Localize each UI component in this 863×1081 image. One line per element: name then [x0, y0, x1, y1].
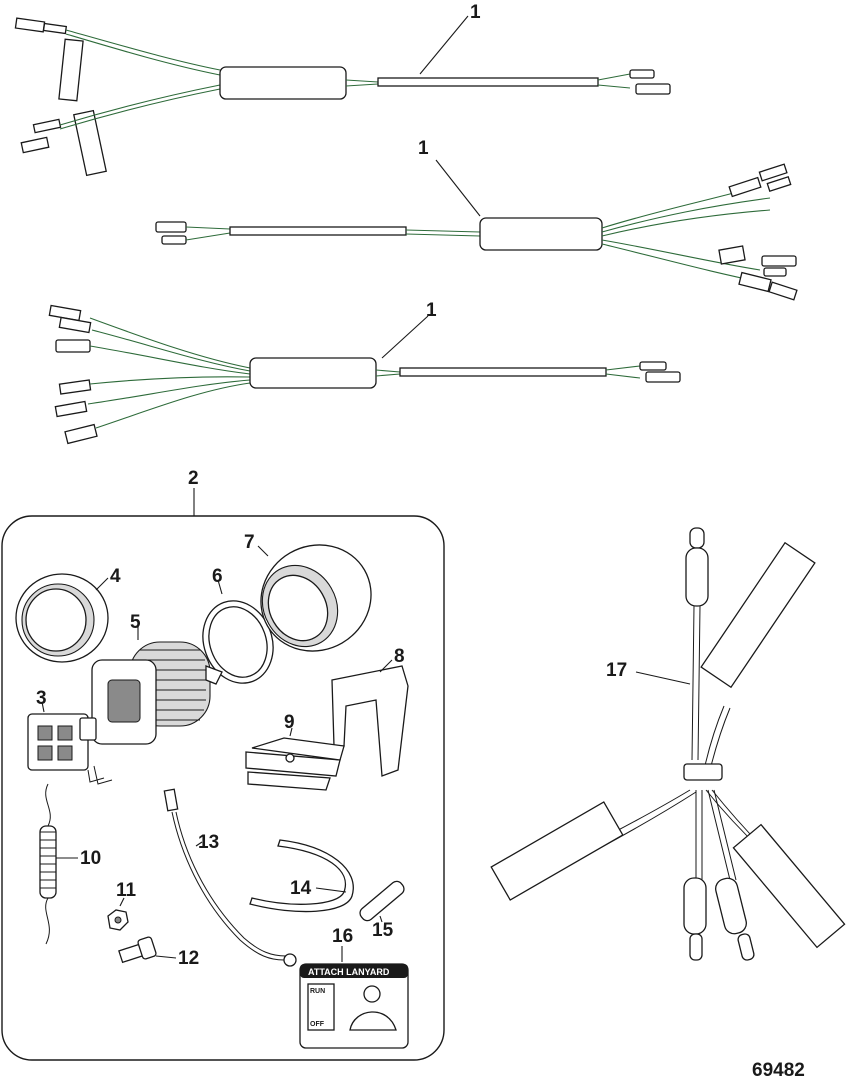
lanyard-switch-kit-box	[1, 488, 445, 1061]
callout-4: 4	[110, 566, 121, 587]
callout-14: 14	[290, 878, 312, 899]
harness-top-sleeve	[377, 77, 599, 87]
lanyard-retainer	[249, 839, 354, 913]
wiring-harness-17	[490, 527, 846, 961]
figure-id: 69482	[752, 1060, 805, 1081]
retaining-clip	[331, 659, 409, 777]
harness-middle-module	[479, 217, 603, 251]
wiring-harness-top	[14, 15, 671, 177]
harness-top-left-connectors	[14, 17, 107, 177]
callout-1-lower: 1	[426, 300, 437, 321]
mounting-nut	[257, 544, 372, 652]
lanyard-coil	[39, 783, 78, 945]
callout-10: 10	[80, 848, 101, 869]
ignition-switch	[27, 701, 113, 785]
callout-11: 11	[116, 880, 137, 901]
harness-middle-sleeve	[229, 226, 407, 236]
attach-lanyard-decal: ATTACH LANYARD RUN OFF	[299, 946, 409, 1049]
bezel-ring	[15, 573, 109, 663]
pin	[359, 880, 405, 923]
callout-16: 16	[332, 926, 353, 947]
decal-off-label: OFF	[310, 1021, 325, 1028]
callout-13: 13	[198, 832, 219, 853]
wiring-harness-lower	[48, 304, 681, 445]
harness-lower-module	[249, 357, 377, 389]
callout-3: 3	[36, 688, 47, 709]
callout-17: 17	[606, 660, 627, 681]
callout-8: 8	[394, 646, 405, 667]
callout-7: 7	[244, 532, 255, 553]
callout-12: 12	[178, 948, 199, 969]
o-ring	[202, 579, 274, 684]
callout-1-top: 1	[470, 2, 481, 23]
harness-top-module	[219, 66, 347, 100]
spring-clip	[245, 727, 345, 791]
decal-run-label: RUN	[310, 988, 325, 995]
screw	[118, 936, 177, 964]
callout-2: 2	[188, 468, 199, 489]
callout-15: 15	[372, 920, 394, 941]
callout-1-middle: 1	[418, 138, 429, 159]
callout-6: 6	[212, 566, 223, 587]
callout-9: 9	[284, 712, 295, 733]
switch-body	[91, 626, 223, 745]
decal-title: ATTACH LANYARD	[308, 967, 390, 977]
harness-lower-sleeve	[399, 367, 607, 377]
ground-lead	[163, 788, 297, 967]
wiring-harness-middle	[155, 159, 798, 301]
lock-nut	[107, 897, 129, 931]
callout-5: 5	[130, 612, 141, 633]
